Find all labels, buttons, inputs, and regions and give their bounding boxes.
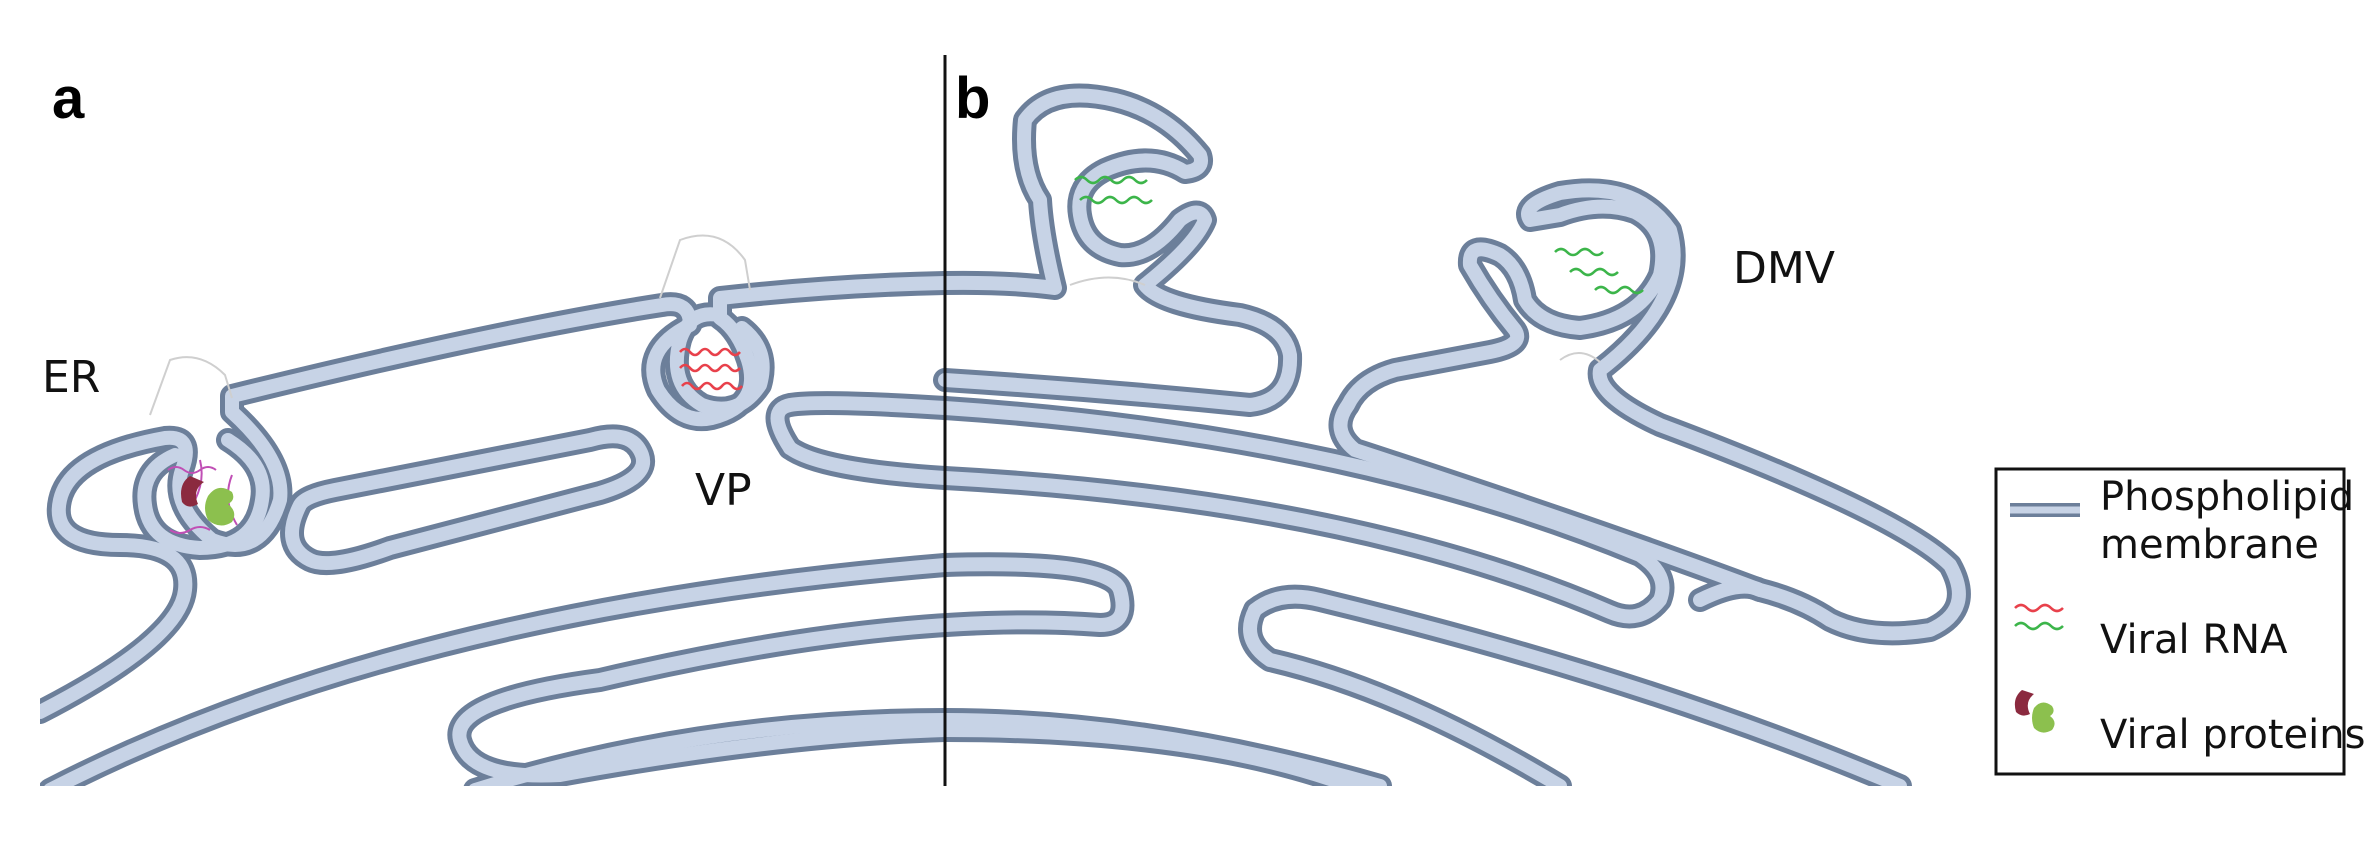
panel-label-b: b (955, 66, 990, 131)
legend-membrane-line1: Phospholipid (2100, 474, 2354, 520)
viral-rna-vp (679, 347, 743, 391)
legend-protein-label: Viral proteins (2100, 712, 2365, 758)
er-label: ER (42, 352, 100, 403)
viral-rna-dmv-1 (1074, 175, 1153, 205)
membrane-layer (40, 96, 1959, 791)
panel-label-a: a (52, 66, 85, 131)
legend-membrane-line2: membrane (2100, 522, 2319, 568)
viral-rna-dmv-2 (1554, 247, 1644, 295)
pore-outlines (149, 234, 1601, 416)
viral-proteins-er (167, 459, 238, 534)
vp-label: VP (695, 465, 752, 516)
legend: Phospholipid membrane Viral RNA Viral pr… (1994, 467, 2365, 776)
dmv-label: DMV (1733, 243, 1835, 294)
legend-protein-swatch (2014, 690, 2055, 733)
legend-rna-label: Viral RNA (2100, 617, 2288, 663)
legend-rna-swatch (2014, 603, 2064, 631)
